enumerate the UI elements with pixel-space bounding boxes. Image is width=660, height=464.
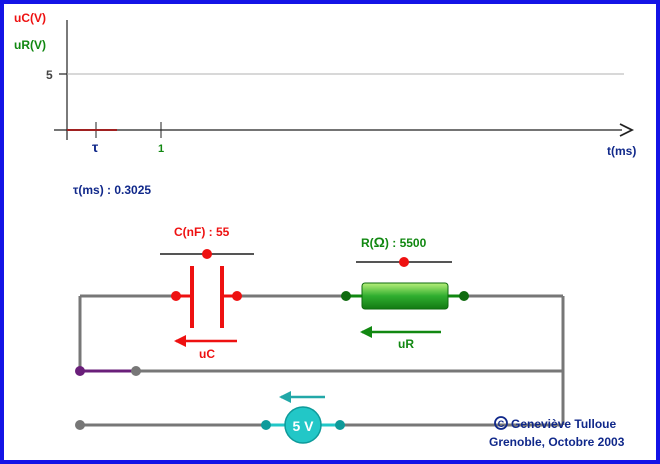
circuit-wires: [78, 294, 565, 427]
response-graph: uC(V) uR(V) 5 τ 1 t(ms) τ(ms) : 0.3025: [14, 11, 636, 197]
ur-label: uR: [398, 337, 414, 351]
resistor-terminal-right: [459, 291, 469, 301]
switch-pivot: [75, 366, 85, 376]
source-arrow-icon: [279, 391, 291, 403]
switch-contact-charge[interactable]: [131, 366, 141, 376]
y-tick-label-5: 5: [46, 68, 53, 82]
source-terminal-left: [261, 420, 271, 430]
source-label: 5 V: [292, 418, 314, 434]
voltage-source: 5 V: [261, 391, 345, 444]
resistor-value: 5500: [400, 236, 427, 250]
capacitor-label: C(nF) : 55: [174, 225, 230, 239]
source-circle: [284, 406, 322, 444]
capacitor-terminal-left: [171, 291, 181, 301]
x-axis-arrow-icon: [619, 123, 635, 137]
resistor-label-unit: Ω: [374, 234, 385, 250]
credits-author: Geneviève Tulloue: [511, 417, 616, 431]
credits-place-date: Grenoble, Octobre 2003: [489, 435, 625, 449]
resistor-body: [361, 282, 449, 310]
resistor-slider-knob[interactable]: [399, 257, 409, 267]
uc-arrow-icon: [174, 335, 186, 347]
y-label-uc: uC(V): [14, 11, 46, 25]
tau-readout-value: 0.3025: [114, 183, 151, 197]
resistor-label-prefix: R(: [361, 236, 374, 250]
x-axis-label: t(ms): [607, 144, 636, 158]
tau-readout-label: τ(ms) :: [73, 183, 114, 197]
y-label-ur: uR(V): [14, 38, 46, 52]
capacitor: C(nF) : 55 uC: [160, 225, 254, 361]
switch-contact-discharge[interactable]: [75, 420, 85, 430]
capacitor-value: 55: [216, 225, 230, 239]
source-terminal-right: [335, 420, 345, 430]
capacitor-terminal-right: [232, 291, 242, 301]
ur-arrow-icon: [360, 326, 372, 338]
copyright-icon: [494, 416, 508, 430]
resistor-label-suffix: ) :: [385, 236, 400, 250]
switch[interactable]: [75, 366, 141, 430]
capacitor-label-text: C(nF) :: [174, 225, 216, 239]
credits: C Geneviève Tulloue Grenoble, Octobre 20…: [489, 416, 625, 449]
tau-tick-label: τ: [92, 139, 99, 155]
uc-label: uC: [199, 347, 215, 361]
resistor: R(Ω) : 5500 uR: [341, 234, 469, 351]
resistor-label: R(Ω) : 5500: [361, 234, 427, 250]
resistor-terminal-left: [341, 291, 351, 301]
tau-readout: τ(ms) : 0.3025: [73, 183, 151, 197]
x-tick-label-1: 1: [158, 143, 164, 155]
capacitor-slider-knob[interactable]: [202, 249, 212, 259]
copyright-symbol-letter: C: [498, 419, 505, 429]
